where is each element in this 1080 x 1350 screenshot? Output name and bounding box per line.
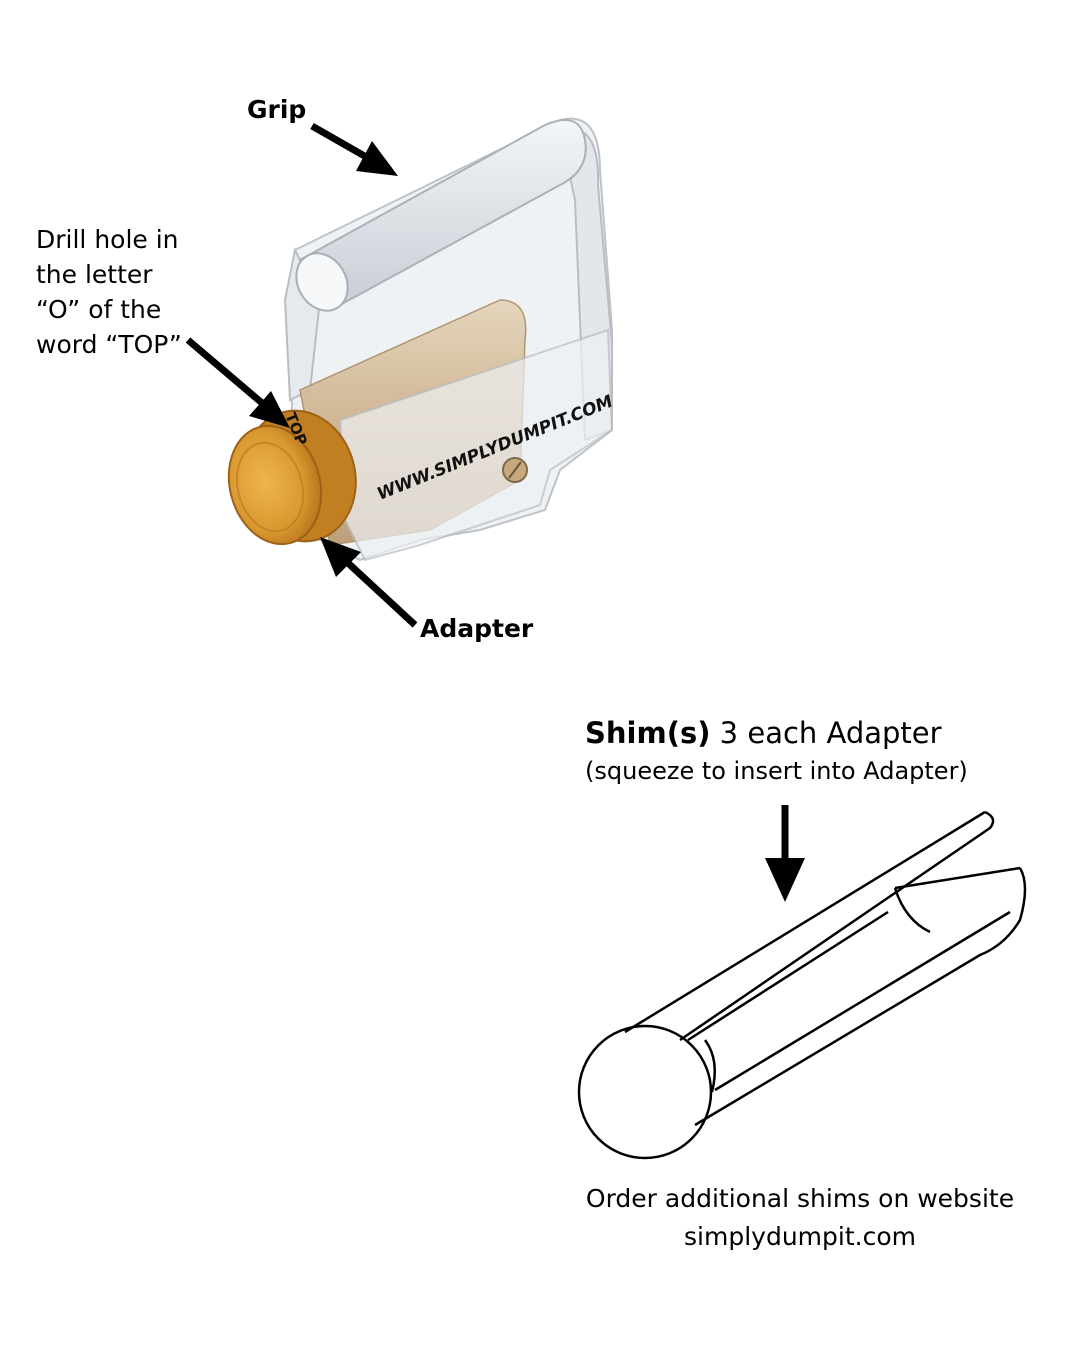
adapter-arrow	[345, 560, 418, 628]
shim-illustration	[577, 810, 1027, 1160]
shim-cut-top	[894, 866, 1021, 890]
shim-title: Shim(s) 3 each Adapter	[585, 716, 942, 750]
adapter-label: Adapter	[420, 614, 534, 643]
drill-hole-note: Drill hole in the letter “O” of the word…	[36, 222, 182, 362]
website-text: simplydumpit.com	[684, 1222, 916, 1251]
arrows-upper	[185, 122, 805, 902]
order-note-line: Order additional shims on website	[585, 1184, 1015, 1213]
shim-end-circle	[577, 1024, 713, 1160]
order-note: Order additional shims on website simply…	[540, 1180, 1060, 1256]
drill-note-line: the letter	[36, 260, 153, 289]
shim-inner-curve	[893, 887, 931, 934]
screw-slot	[508, 461, 522, 479]
dump-tool-illustration: WWW.SIMPLYDUMPIT.COM TOP	[227, 117, 616, 562]
grip-end	[295, 252, 349, 312]
shim-end-lip	[703, 1039, 717, 1093]
drill-note-line: “O” of the	[36, 295, 162, 324]
shim-arrowhead	[765, 858, 805, 902]
lower-housing	[338, 328, 614, 562]
grip-label: Grip	[247, 95, 307, 124]
adapter-cap-inner	[235, 441, 305, 533]
drill-arrowhead	[249, 391, 290, 428]
adapter-arrowhead	[320, 537, 361, 577]
drill-arrow	[185, 337, 265, 406]
shim-title-rest: 3 each Adapter	[710, 716, 942, 750]
shim-lower-lip	[714, 910, 1011, 1092]
shim-title-bold: Shim(s)	[585, 716, 711, 750]
shim-bottom-edge	[694, 867, 1027, 1127]
grip-arrowhead	[356, 141, 398, 176]
grip-handle	[298, 119, 587, 307]
drill-note-line: Drill hole in	[36, 225, 179, 254]
grip-arrow	[310, 122, 370, 162]
shim-subtitle: (squeeze to insert into Adapter)	[585, 757, 968, 785]
shim-top-lip	[679, 810, 995, 1042]
drill-note-line: word “TOP”	[36, 330, 182, 359]
shim-top-edge	[624, 810, 986, 1034]
shim-inner-edge	[687, 910, 889, 1042]
